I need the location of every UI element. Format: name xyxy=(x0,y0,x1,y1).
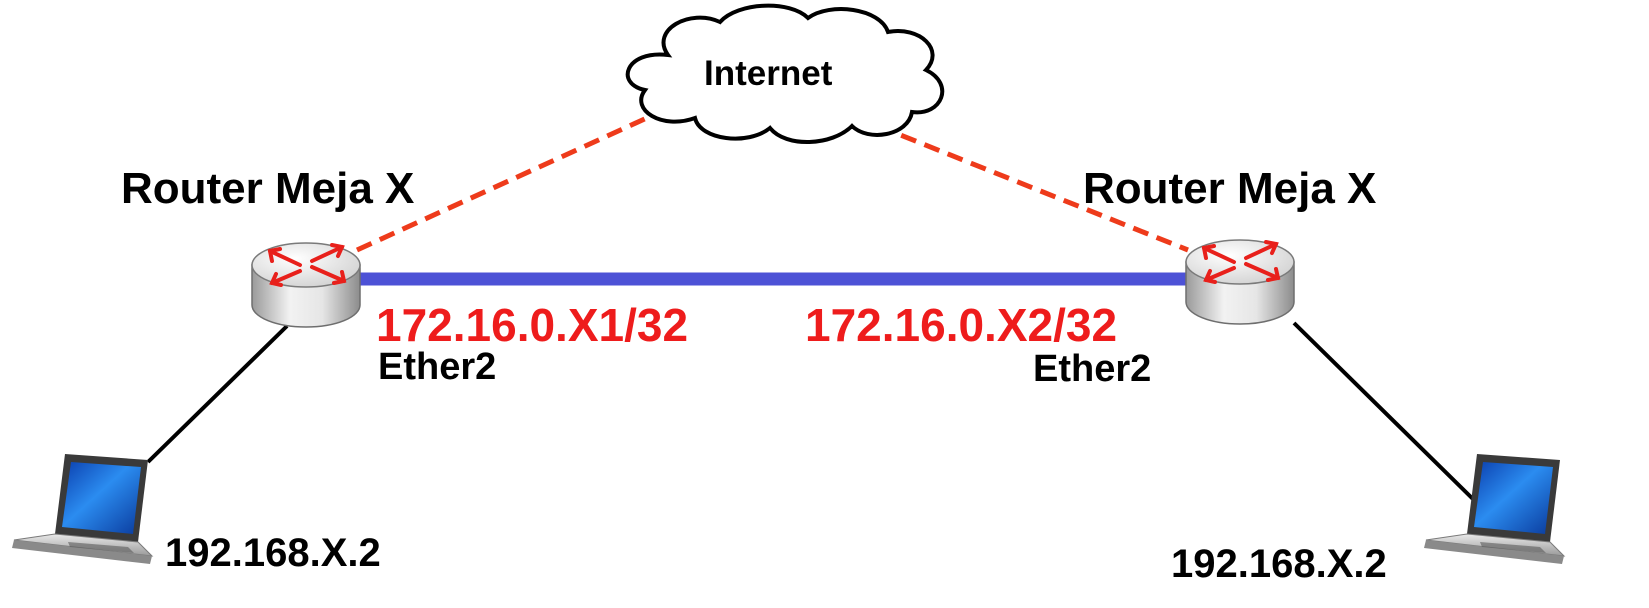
cloud-icon xyxy=(625,3,945,144)
laptop-icon xyxy=(1424,454,1566,564)
router-left-name: Router Meja X xyxy=(121,164,415,213)
wan-link-right xyxy=(877,123,1189,253)
lan-link-right xyxy=(1292,321,1479,505)
laptop-icon xyxy=(12,454,154,564)
router-icon xyxy=(251,242,361,328)
router-right-name: Router Meja X xyxy=(1083,164,1377,213)
host-left-ip: 192.168.X.2 xyxy=(165,531,381,575)
router-left-interface: Ether2 xyxy=(378,346,497,388)
wan-link-left xyxy=(355,109,662,253)
router-right-ip: 172.16.0.X2/32 xyxy=(805,299,1118,351)
host-right-ip: 192.168.X.2 xyxy=(1171,542,1387,586)
router-left-ip: 172.16.0.X1/32 xyxy=(376,299,689,351)
lan-link-left xyxy=(146,324,289,464)
router-icon xyxy=(1185,239,1295,325)
router-right-interface: Ether2 xyxy=(1033,348,1152,390)
cloud-label: Internet xyxy=(704,54,833,93)
